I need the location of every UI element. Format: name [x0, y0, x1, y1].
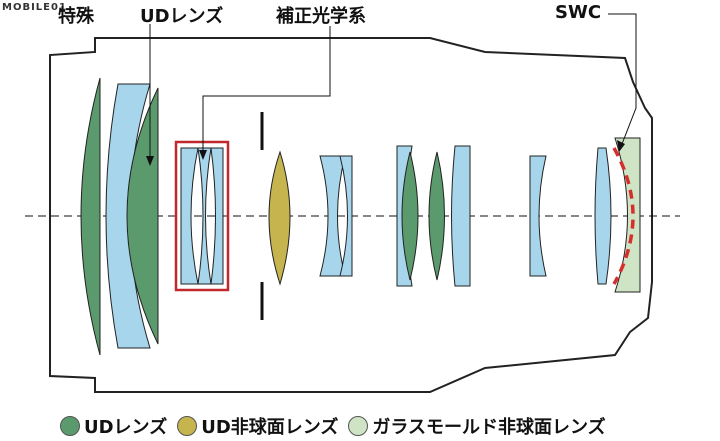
legend-label-ud-aspheric: UD非球面レンズ: [201, 417, 339, 438]
legend-swatch-glass-mold: [348, 416, 369, 436]
watermark: MOBILE01: [2, 2, 67, 13]
swc-coating-arc: [612, 147, 635, 285]
lens-ud-aspheric: [268, 150, 291, 286]
barrel-outline: [49, 37, 653, 393]
legend-item-glass-mold: ガラスモールド非球面レンズ: [348, 413, 606, 439]
lens-rear-mid-2: [451, 145, 471, 287]
leader-ud-arrow: [146, 156, 154, 166]
lens-glass-mold: [614, 137, 641, 293]
leader-swc: [608, 13, 637, 145]
lens-mid-2: [339, 155, 353, 277]
correction-group-box: [174, 140, 230, 292]
leader-swc-arrow: [617, 140, 625, 152]
legend-swatch-ud-aspheric: [177, 416, 198, 436]
legend-item-ud-aspheric: UD非球面レンズ: [177, 413, 338, 439]
correction-lens-3: [210, 147, 224, 285]
label-ud-lens: UDレンズ: [140, 6, 224, 27]
leader-correction: [202, 26, 331, 156]
lens-rear-mid-ud-2: [428, 151, 445, 281]
label-swc: SWC: [555, 2, 602, 23]
legend-label-glass-mold: ガラスモールド非球面レンズ: [372, 417, 606, 438]
legend-item-ud: UDレンズ: [60, 413, 167, 439]
lens-rear-2: [594, 147, 612, 285]
lens-rear-1: [529, 155, 547, 277]
legend-swatch-ud: [60, 416, 80, 436]
legend: UDレンズ UD非球面レンズ ガラスモールド非球面レンズ: [60, 413, 606, 439]
label-special: 特殊: [58, 6, 94, 27]
label-correction-optics: 補正光学系: [276, 6, 366, 27]
lens-front-1: [80, 77, 101, 356]
leader-correction-arrow: [199, 150, 207, 160]
legend-label-ud: UDレンズ: [84, 417, 168, 438]
lens-rear-mid-ud-1: [401, 151, 419, 281]
